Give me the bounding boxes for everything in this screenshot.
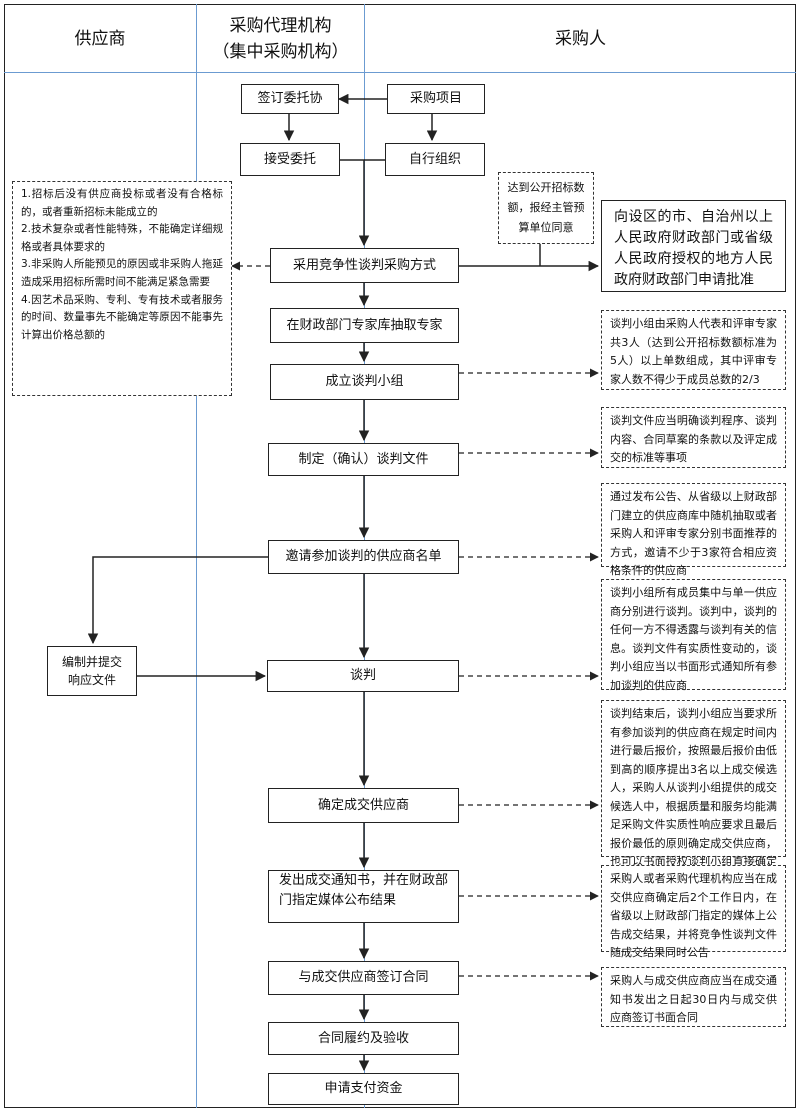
condition-item-3: 3.非采购人所能预见的原因或非采购人拖延造成采用招标所需时间不能满足紧急需要 — [21, 258, 223, 288]
lane-title-supplier: 供应商 — [74, 29, 126, 49]
step-purchase-project: 采购项目 — [387, 84, 485, 114]
step-negotiate: 谈判 — [267, 660, 459, 692]
diagram-frame — [4, 4, 796, 1108]
lane-subtitle-agency: （集中采购机构） — [212, 42, 349, 62]
note-invite-method: 通过发布公告、从省级以上财政部门建立的供应商库中随机抽取或者采购人和评审专家分别… — [601, 483, 786, 577]
lane-header-purchaser: 采购人 — [365, 6, 796, 72]
lane-title-agency: 采购代理机构 — [229, 16, 332, 36]
step-invite-list: 邀请参加谈判的供应商名单 — [268, 540, 459, 574]
step-prepare-response: 编制并提交 响应文件 — [47, 646, 137, 696]
lane-divider-supplier-agency — [196, 4, 197, 1108]
step-confirm-supplier: 确定成交供应商 — [268, 788, 459, 823]
note-document-content: 谈判文件应当明确谈判程序、谈判内容、合同草案的条款以及评定成交的标准等事项 — [601, 407, 786, 468]
lane-title-purchaser: 采购人 — [555, 29, 606, 49]
note-contract-rules: 采购人与成交供应商应当在成交通知书发出之日起30日内与成交供应商签订书面合同 — [601, 967, 786, 1027]
arrow-accept-to-method — [340, 159, 370, 247]
condition-item-2: 2.技术复杂或者性能特殊，不能确定详细规格或者具体要求的 — [21, 223, 223, 253]
lane-header-supplier: 供应商 — [4, 6, 196, 72]
step-adopt-method: 采用竞争性谈判采购方式 — [270, 248, 459, 283]
note-negotiation-rules: 谈判小组所有成员集中与单一供应商分别进行谈判。谈判中，谈判的任何一方不得透露与谈… — [601, 579, 786, 692]
lane-header-agency: 采购代理机构 （集中采购机构） — [197, 6, 364, 72]
step-make-document: 制定（确认）谈判文件 — [268, 443, 459, 476]
step-form-group: 成立谈判小组 — [270, 364, 459, 400]
arrow-invite-to-response — [87, 556, 269, 645]
step-sign-entrust: 签订委托协 — [241, 84, 339, 114]
note-threshold: 达到公开招标数额，报经主管预算单位同意 — [498, 172, 594, 244]
step-accept-entrust: 接受委托 — [240, 143, 340, 176]
note-applicable-conditions: 1.招标后没有供应商投标或者没有合格标的，或者重新招标未能成立的 2.技术复杂或… — [12, 181, 232, 396]
note-group-composition: 谈判小组由采购人代表和评审专家共3人（达到公开招标数额标准为5人）以上单数组成，… — [601, 310, 786, 390]
step-perform-contract: 合同履约及验收 — [268, 1022, 459, 1055]
condition-item-4: 4.因艺术品采购、专利、专有技术或者服务的时间、数量事先不能确定等原因不能事先计… — [21, 293, 223, 341]
note-confirm-rules: 谈判结束后，谈判小组应当要求所有参加谈判的供应商在规定时间内进行最后报价，按照最… — [601, 700, 786, 887]
step-self-organize: 自行组织 — [385, 143, 485, 176]
step-apply-payment: 申请支付资金 — [268, 1073, 459, 1105]
header-divider — [4, 72, 796, 73]
note-notice-rules: 采购人或者采购代理机构应当在成交供应商确定后2个工作日内，在省级以上财政部门指定… — [601, 865, 786, 959]
step-sign-contract: 与成交供应商签订合同 — [268, 961, 459, 995]
condition-item-1: 1.招标后没有供应商投标或者没有合格标的，或者重新招标未能成立的 — [21, 188, 223, 218]
step-extract-experts: 在财政部门专家库抽取专家 — [270, 308, 459, 343]
note-approval: 向设区的市、自治州以上人民政府财政部门或省级人民政府授权的地方人民政府财政部门申… — [601, 200, 786, 292]
step-issue-notice: 发出成交通知书，并在财政部 门指定媒体公布结果 — [268, 870, 459, 923]
